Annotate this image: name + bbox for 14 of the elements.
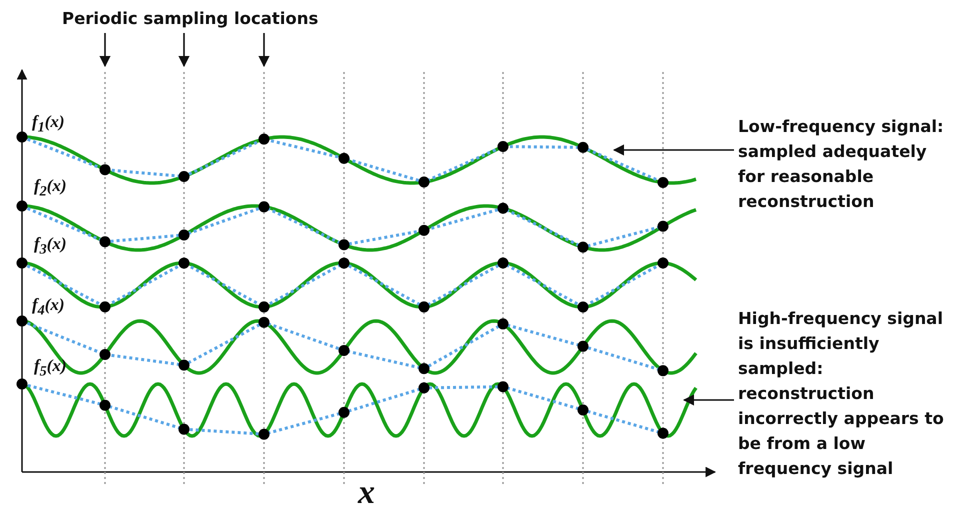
function-label: f$_{3}$(x) xyxy=(34,234,67,258)
arrow xyxy=(612,144,734,156)
function-label: f$_{1}$(x) xyxy=(32,112,65,136)
annotation-text: Low-frequency signal: sampled adequately for reasonable reconstruction xyxy=(738,114,953,214)
annotation-text: High-frequency signal is insufficiently sampled: reconstruction incorrectly appears to be from a low frequency signal xyxy=(738,306,953,481)
function-label: f$_{2}$(x) xyxy=(34,176,67,200)
axis-label: x xyxy=(358,474,375,512)
arrow xyxy=(682,394,734,406)
arrow xyxy=(178,33,190,68)
arrow xyxy=(258,33,270,68)
annotation-text: Periodic sampling locations xyxy=(62,6,322,31)
function-label: f$_{5}$(x) xyxy=(34,356,67,380)
arrow xyxy=(99,33,111,68)
function-label: f$_{4}$(x) xyxy=(32,295,65,320)
